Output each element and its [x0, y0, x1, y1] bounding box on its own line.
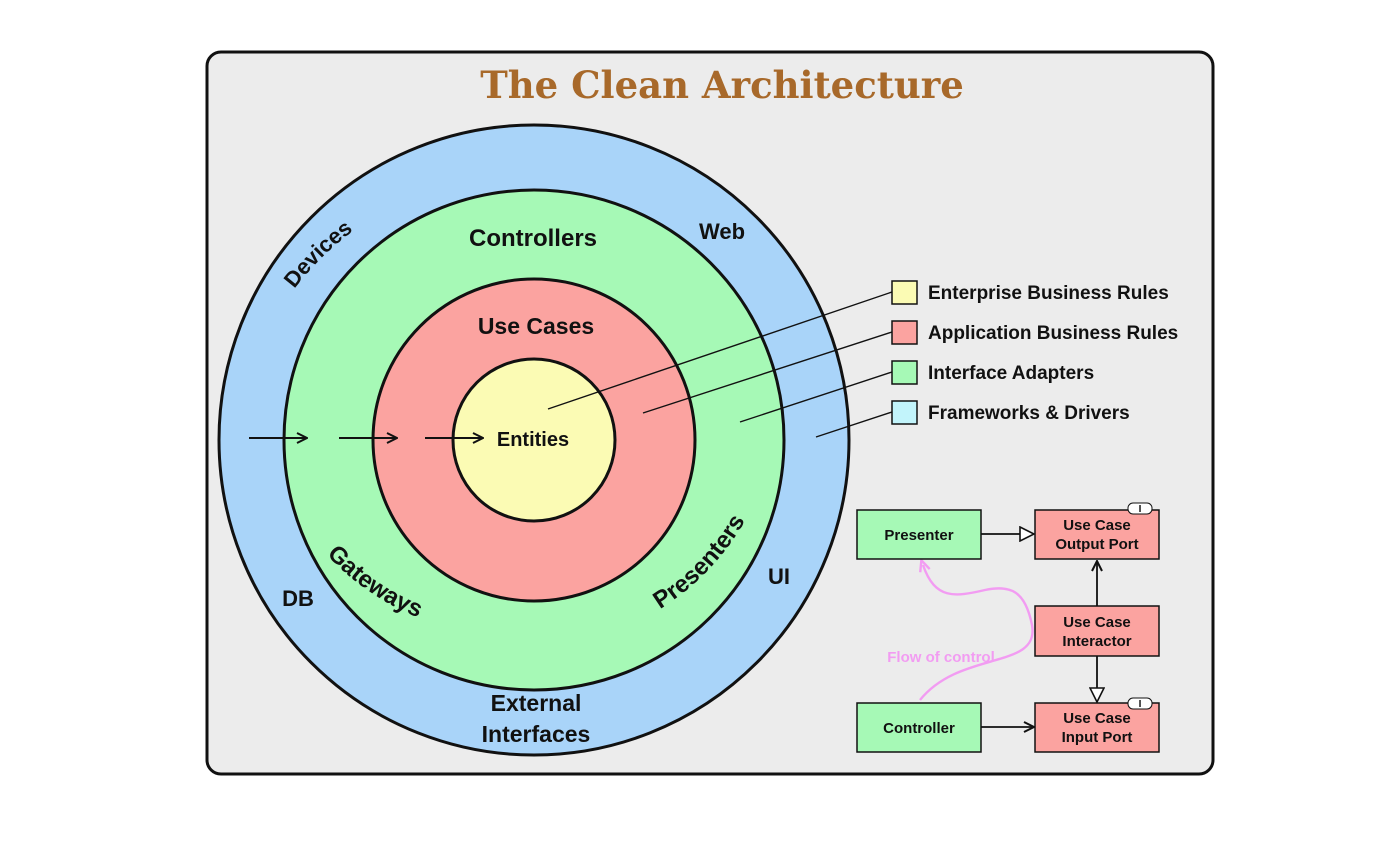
presenter-label: Presenter — [884, 527, 953, 544]
input-port-box — [1034, 702, 1160, 753]
input-port-label-line1: Use Case — [1063, 710, 1131, 727]
input-port-interface-marker: I — [1127, 697, 1153, 710]
output-port-interface-marker: I — [1127, 502, 1153, 515]
output-port-label-line1: Use Case — [1063, 517, 1131, 534]
output-port-label-line2: Output Port — [1055, 536, 1138, 553]
leader-line-adapters — [739, 371, 893, 423]
use-cases-label: Use Cases — [478, 313, 594, 339]
ui-label: UI — [768, 564, 790, 589]
legend-label-application: Application Business Rules — [928, 323, 1178, 344]
leader-line-application — [642, 331, 893, 414]
external-interfaces-label-line1: External — [491, 690, 582, 716]
leader-line-enterprise — [547, 291, 893, 410]
flow-of-control-label: Flow of control — [887, 649, 994, 666]
legend-swatch-application — [891, 320, 918, 345]
legend-label-adapters: Interface Adapters — [928, 363, 1094, 384]
legend-swatch-adapters — [891, 360, 918, 385]
legend-label-frameworks: Frameworks & Drivers — [928, 403, 1130, 424]
diagram-title: The Clean Architecture — [480, 63, 964, 107]
controller-box — [856, 702, 982, 753]
input-port-label-line2: Input Port — [1062, 729, 1133, 746]
svg-text:I: I — [1139, 504, 1142, 515]
legend-swatch-frameworks — [891, 400, 918, 425]
controller-label: Controller — [883, 720, 955, 737]
controllers-label: Controllers — [469, 225, 597, 252]
presenter-box — [856, 509, 982, 560]
svg-text:I: I — [1139, 699, 1142, 710]
output-port-box — [1034, 509, 1160, 560]
interactor-label-line1: Use Case — [1063, 614, 1131, 631]
legend-swatch-enterprise — [891, 280, 918, 305]
web-label: Web — [699, 219, 745, 244]
flow-of-control-curve — [920, 565, 1034, 701]
db-label: DB — [282, 586, 314, 611]
flow-of-control-diagram: Flow of control Presenter Controller Use… — [856, 502, 1160, 753]
entities-label: Entities — [497, 429, 569, 451]
interactor-box — [1034, 605, 1160, 657]
leader-line-frameworks — [815, 411, 893, 438]
interactor-label-line2: Interactor — [1062, 633, 1131, 650]
legend-label-enterprise: Enterprise Business Rules — [928, 283, 1169, 304]
external-interfaces-label-line2: Interfaces — [482, 721, 591, 747]
legend: Enterprise Business Rules Application Bu… — [891, 280, 1178, 425]
